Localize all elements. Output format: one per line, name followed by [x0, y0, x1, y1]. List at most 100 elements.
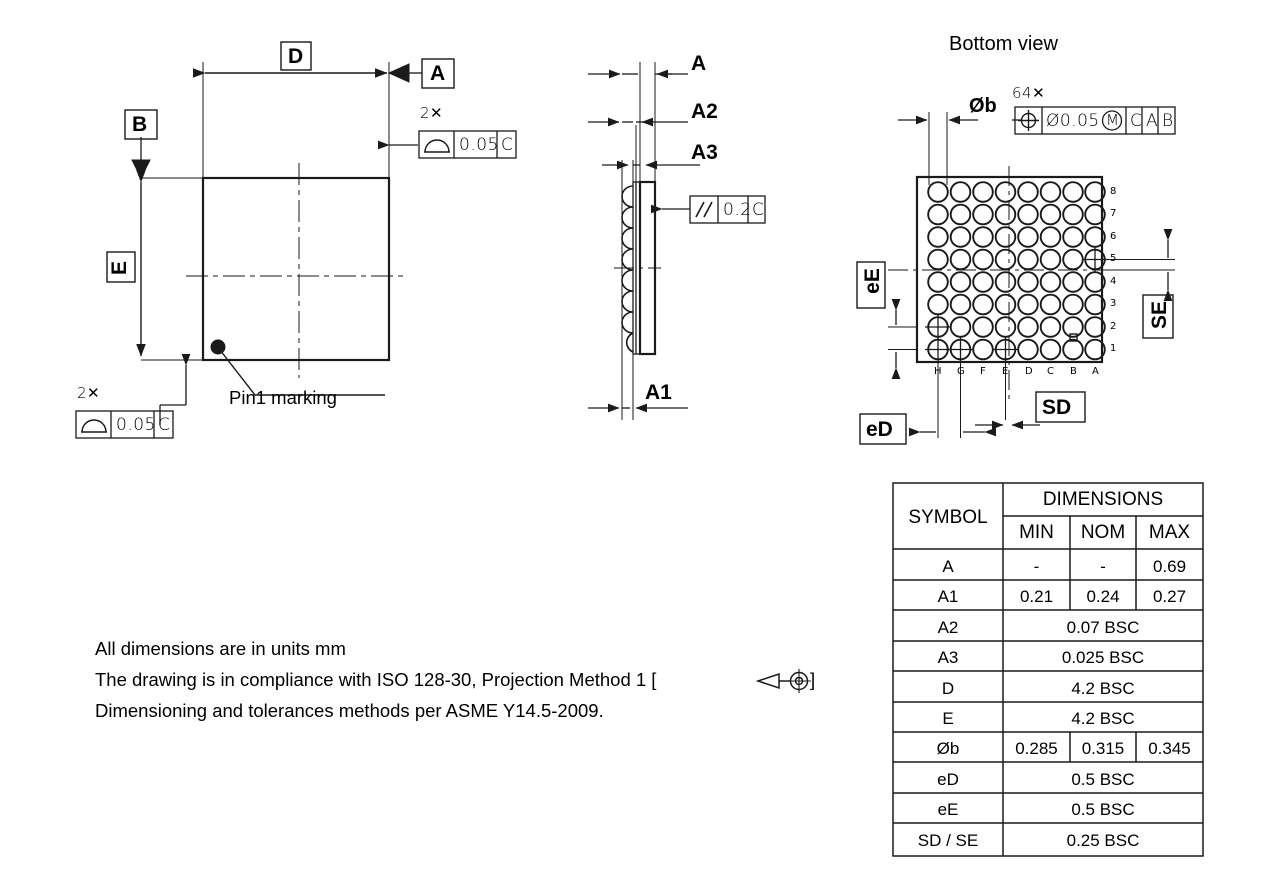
table-header-symbol: SYMBOL [908, 507, 988, 528]
table-row-symbol-eD: eD [937, 770, 959, 789]
dim-label-SE: SE [1148, 300, 1172, 330]
table-row-symbol-A3: A3 [937, 648, 959, 667]
dim-box-eE [856, 261, 886, 309]
table-cell-eD-value: 0.5 BSC [1071, 770, 1135, 789]
dim-box-E [106, 251, 136, 283]
table-subheader-min: MIN [1019, 522, 1054, 543]
col-label-G: G [957, 366, 965, 377]
table-cell-A1-nom: 0.24 [1086, 587, 1120, 606]
top-view-group [75, 41, 517, 439]
row-label-8: 8 [1110, 186, 1117, 197]
note-line-1: All dimensions are in units mm [95, 638, 346, 659]
fcf-top-right [418, 130, 517, 159]
datum-box-B [124, 109, 158, 140]
ball-H1-crosshair [925, 336, 951, 363]
fcf-position-datum-c: C [1130, 111, 1143, 131]
ball-diameter-label: Øb [969, 95, 997, 117]
row-label-7: 7 [1110, 208, 1117, 219]
datum-label-B: B [132, 113, 148, 136]
table-cell-Ob-max: 0.345 [1148, 739, 1191, 758]
col-label-B: B [1070, 366, 1077, 377]
dim-label-A: A [691, 52, 707, 75]
fcf-bottom-tolerance: 0.05 [116, 415, 156, 435]
table-row-symbol-eE: eE [937, 800, 959, 819]
col-label-H: H [934, 366, 942, 377]
table-cell-A1-min: 0.21 [1019, 587, 1054, 606]
dim-label-eD: eD [866, 418, 893, 441]
table-subheader-nom: NOM [1080, 522, 1126, 543]
table-row-symbol-D: D [941, 679, 955, 698]
table-row-symbol-A: A [942, 557, 954, 576]
fcf-position [1014, 106, 1176, 135]
ball-grid [925, 181, 1108, 363]
bottom-view-title: Bottom view [949, 33, 1058, 55]
fcf-top-tolerance: 0.05 [459, 135, 499, 155]
bottom-view-group [856, 106, 1176, 445]
dim-label-eE: eE [860, 268, 884, 294]
datum-label-A: A [430, 62, 446, 85]
row-label-2: 2 [1110, 321, 1117, 332]
row-label-6: 6 [1110, 231, 1117, 242]
row-label-4: 4 [1110, 276, 1117, 287]
dim-box-SD [1035, 391, 1086, 423]
fcf-position-datum-a: A [1146, 111, 1159, 131]
iso-projection-symbol [755, 669, 811, 693]
table-cell-Ob-nom: 0.315 [1081, 739, 1125, 758]
dim-label-SD: SD [1042, 396, 1072, 419]
table-cell-SDSE-value: 0.25 BSC [1066, 831, 1140, 850]
col-label-F: F [980, 366, 986, 377]
table-cell-A-max: 0.69 [1152, 557, 1187, 576]
table-cell-A2-value: 0.07 BSC [1066, 618, 1140, 637]
table-row-symbol-E: E [942, 709, 954, 728]
dim-label-A2: A2 [691, 100, 718, 123]
dim-box-D [280, 41, 312, 71]
fcf-position-diameter: Ø0.05 [1046, 111, 1100, 131]
dim-label-A3: A3 [691, 141, 718, 164]
dim-box-SE [1142, 294, 1174, 339]
table-cell-eE-value: 0.5 BSC [1071, 800, 1135, 819]
orientation-square-marker [1069, 333, 1078, 342]
note-line-2-close: ] [810, 669, 816, 690]
row-label-3: 3 [1110, 298, 1117, 309]
table-row-symbol-SDSE: SD / SE [917, 831, 979, 850]
table-cell-E-value: 4.2 BSC [1071, 709, 1135, 728]
fcf-bottom-datum: C [158, 415, 171, 435]
fcf-position-modifier: M [1106, 111, 1120, 129]
table-row-symbol-Ob: Øb [936, 739, 960, 758]
qty-label-2x-bottom: 2✕ [77, 384, 101, 402]
col-label-A: A [1092, 366, 1099, 377]
col-label-D: D [1025, 366, 1033, 377]
table-subheader-max: MAX [1148, 522, 1191, 543]
table-row-symbol-A1: A1 [937, 587, 959, 606]
ball-E1-crosshair [992, 336, 1019, 363]
qty-label-2x-top: 2✕ [420, 104, 444, 122]
package-outline-top [201, 176, 391, 362]
fcf-parallelism-tolerance: 0.2 [723, 200, 752, 220]
ball-G1-crosshair [947, 336, 974, 363]
row-label-5: 5 [1110, 253, 1117, 264]
fcf-parallelism-datum: C [752, 200, 765, 220]
col-label-E: E [1002, 366, 1009, 377]
col-label-C: C [1047, 366, 1054, 377]
table-cell-A-nom: - [1100, 557, 1106, 576]
pin1-dot [210, 339, 226, 355]
datum-box-A [421, 58, 455, 89]
table-cell-A3-value: 0.025 BSC [1061, 648, 1145, 667]
table-cell-A-min: - [1033, 557, 1040, 576]
ball-qty-label: 64✕ [1012, 84, 1046, 102]
dimension-table-grid [892, 482, 1204, 857]
side-view-group [588, 62, 766, 420]
datum-triangle-A [387, 63, 410, 83]
fcf-top-datum: C [501, 135, 514, 155]
dim-label-E: E [108, 260, 132, 276]
fcf-parallelism [689, 195, 766, 224]
row-label-1: 1 [1110, 343, 1117, 354]
note-line-2: The drawing is in compliance with ISO 12… [95, 669, 657, 690]
table-row-symbol-A2: A2 [937, 618, 959, 637]
table-cell-A1-max: 0.27 [1152, 587, 1187, 606]
datum-triangle-B [131, 159, 151, 180]
pin1-marking-label: Pin1 marking [229, 387, 337, 408]
table-cell-Ob-min: 0.285 [1015, 739, 1058, 758]
